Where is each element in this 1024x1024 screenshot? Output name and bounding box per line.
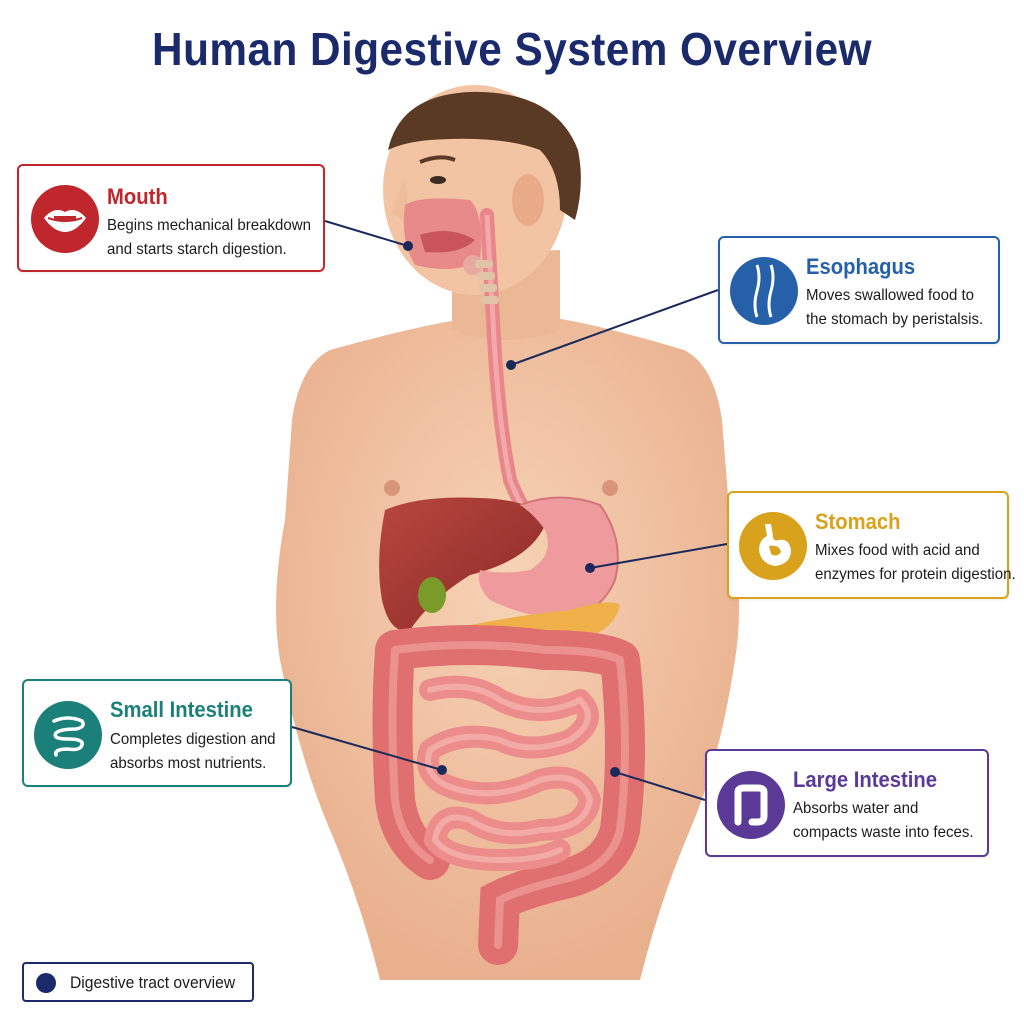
callout-mouth: Mouth Begins mechanical breakdown and st… xyxy=(17,164,325,272)
callout-stomach-title: Stomach xyxy=(815,509,901,534)
mouth-cross-section xyxy=(403,198,483,275)
callout-esophagus-description: Moves swallowed food to the stomach by p… xyxy=(806,284,983,332)
callout-small-intestine: Small Intestine Completes digestion and … xyxy=(22,679,292,787)
leader-lines xyxy=(291,220,728,801)
callout-esophagus-title: Esophagus xyxy=(806,254,916,279)
legend-label: Digestive tract overview xyxy=(70,973,236,992)
desc-line: Completes digestion and xyxy=(110,731,276,748)
esophagus-tube-icon xyxy=(730,257,798,325)
callout-large-intestine: Large Intestine Absorbs water and compac… xyxy=(705,749,989,857)
callout-large-intestine-title: Large Intestine xyxy=(793,767,937,792)
large-intestine-organ xyxy=(372,625,645,965)
desc-line: and starts starch digestion. xyxy=(107,241,287,258)
leader-line-stomach xyxy=(589,543,728,569)
desc-line: Mixes food with acid and xyxy=(815,542,980,559)
leader-line-mouth xyxy=(324,220,409,247)
callout-stomach: Stomach Mixes food with acid and enzymes… xyxy=(727,491,1016,599)
liver-organ xyxy=(379,497,545,631)
large-intestine-icon xyxy=(717,771,785,839)
desc-line: compacts waste into feces. xyxy=(793,824,974,841)
stomach-icon xyxy=(739,512,807,580)
desc-line: absorbs most nutrients. xyxy=(110,755,267,772)
legend-box: Digestive tract overview xyxy=(22,962,254,1002)
leader-dot-large-intestine xyxy=(610,767,620,777)
desc-line: Begins mechanical breakdown xyxy=(107,217,311,234)
desc-line: enzymes for protein digestion. xyxy=(815,566,1016,583)
desc-line: Moves swallowed food to xyxy=(806,287,975,304)
leader-dot-mouth xyxy=(403,241,413,251)
small-intestine-organ xyxy=(417,675,601,871)
callout-small-intestine-title: Small Intestine xyxy=(110,697,253,722)
leader-dot-esophagus xyxy=(506,360,516,370)
leader-line-esophagus xyxy=(510,289,719,366)
callout-large-intestine-description: Absorbs water and compacts waste into fe… xyxy=(793,797,974,845)
small-intestine-icon xyxy=(34,701,102,769)
callout-mouth-title: Mouth xyxy=(107,184,168,209)
callout-stomach-description: Mixes food with acid and enzymes for pro… xyxy=(815,539,1016,587)
callout-small-intestine-description: Completes digestion and absorbs most nut… xyxy=(110,728,276,776)
desc-line: Absorbs water and xyxy=(793,800,919,817)
leader-dot-small-intestine xyxy=(437,765,447,775)
page-title: Human Digestive System Overview xyxy=(152,23,872,75)
leader-line-small-intestine xyxy=(291,726,443,771)
esophagus-tube xyxy=(475,208,532,517)
leader-line-large-intestine xyxy=(614,771,706,801)
lips-icon xyxy=(31,185,99,253)
desc-line: the stomach by peristalsis. xyxy=(806,311,984,328)
callout-esophagus: Esophagus Moves swallowed food to the st… xyxy=(718,236,1000,344)
legend-dot-icon xyxy=(36,973,56,993)
callout-mouth-description: Begins mechanical breakdown and starts s… xyxy=(107,214,311,262)
leader-dot-stomach xyxy=(585,563,595,573)
